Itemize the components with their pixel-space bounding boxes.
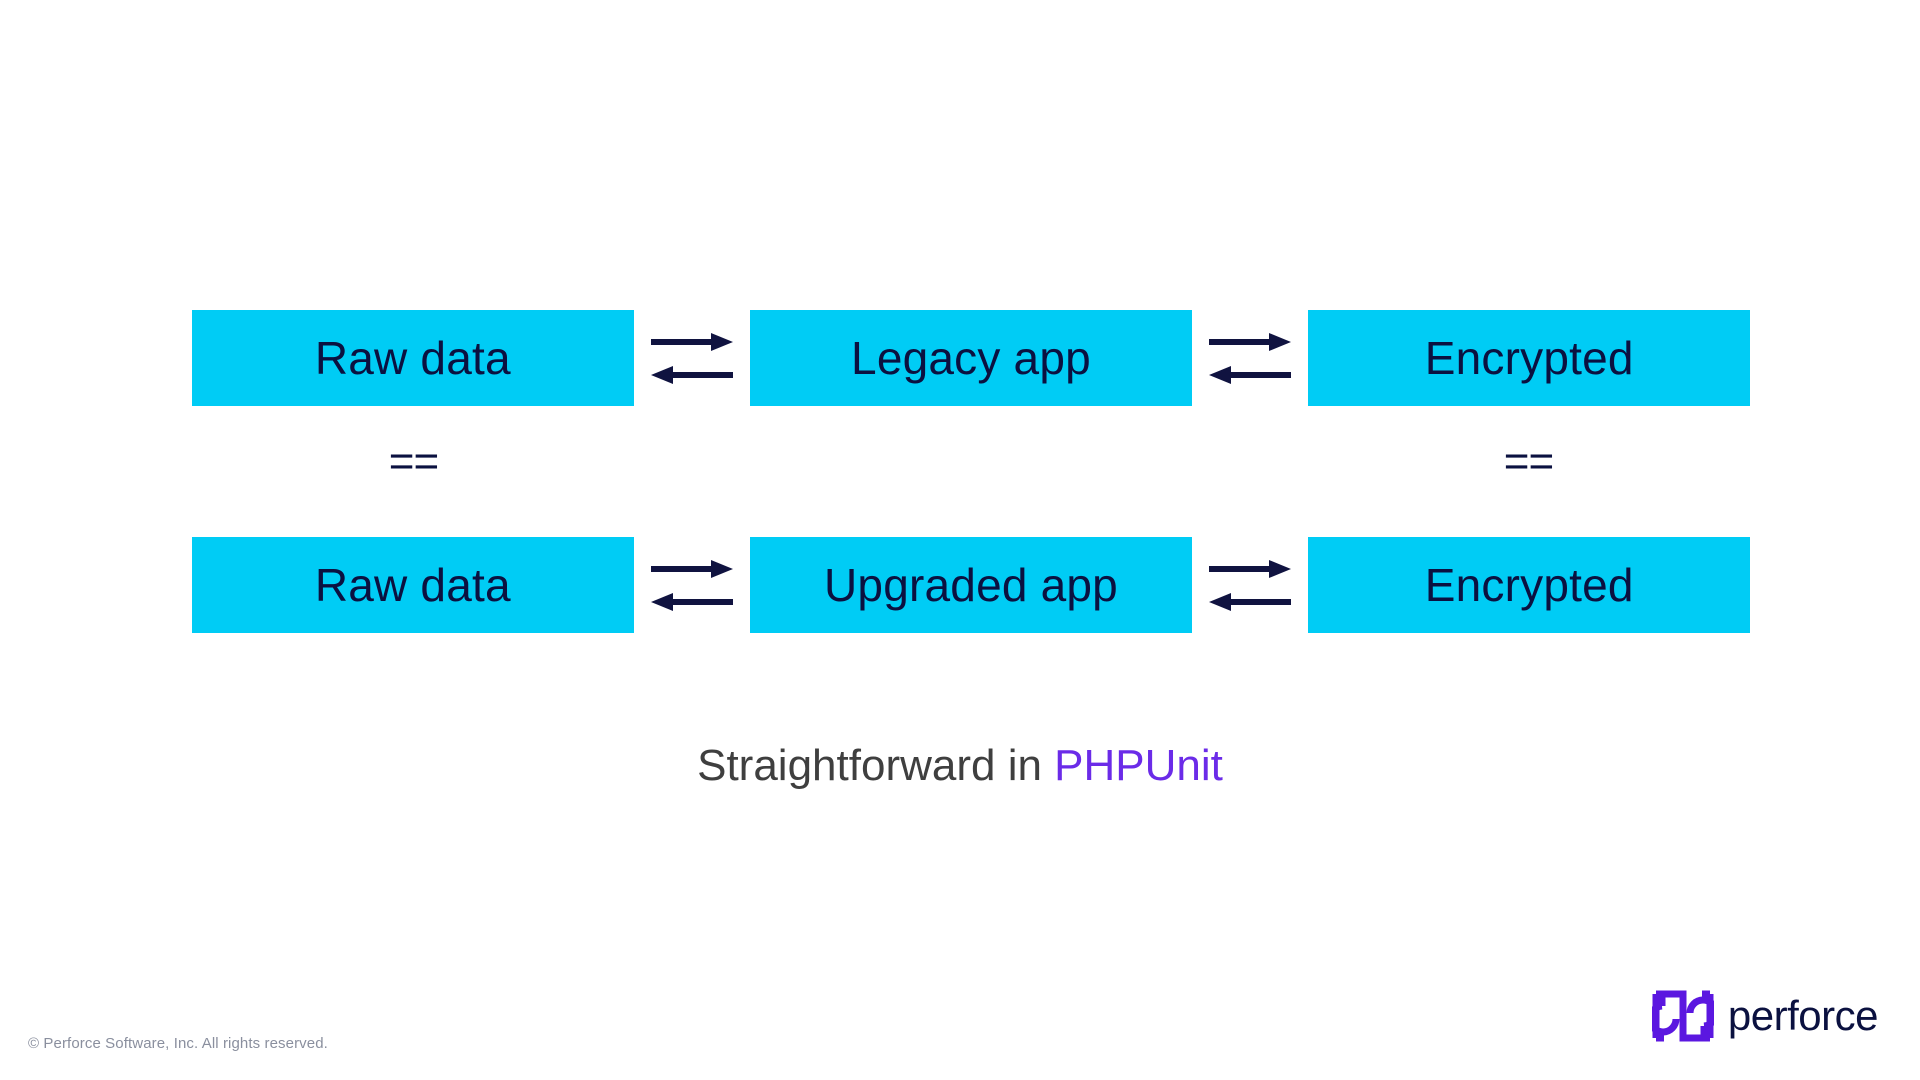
arrow-left-icon — [1209, 365, 1292, 384]
node-raw-data-legacy[interactable]: Raw data — [192, 310, 634, 406]
diagram-row-legacy-flow: Raw data Legacy app — [192, 310, 1750, 406]
equality-marker-right: == — [1503, 437, 1554, 486]
arrow-right-icon — [1209, 332, 1292, 351]
node-label: Upgraded app — [824, 559, 1118, 611]
connector-bidirectional-1 — [634, 310, 751, 406]
footer-copyright-text: © Perforce Software, Inc. All rights res… — [28, 1035, 328, 1052]
node-label: Raw data — [314, 332, 511, 384]
node-raw-data-upgraded[interactable]: Raw data — [192, 537, 634, 633]
node-encrypted-legacy[interactable]: Encrypted — [1308, 310, 1750, 406]
node-upgraded-app[interactable]: Upgraded app — [750, 537, 1192, 633]
perforce-wordmark: perforce — [1727, 992, 1879, 1039]
arrow-left-icon — [1209, 592, 1292, 611]
node-label: Encrypted — [1424, 332, 1634, 384]
diagram-row-upgraded-flow: Raw data Upgraded app — [192, 537, 1750, 633]
arrow-left-icon — [650, 592, 733, 611]
arrow-left-icon — [650, 365, 733, 384]
arrow-right-icon — [1209, 559, 1292, 578]
slide-caption: Straightforward in PHPUnit — [0, 740, 1920, 793]
caption-highlight-phpunit: PHPUnit — [1054, 741, 1223, 790]
perforce-brand-logo: perforce — [1651, 988, 1879, 1044]
arrow-right-icon — [650, 559, 733, 578]
node-label: Legacy app — [851, 332, 1091, 384]
caption-lead-text: Straightforward in — [697, 741, 1055, 790]
connector-bidirectional-3 — [634, 537, 751, 633]
node-encrypted-upgraded[interactable]: Encrypted — [1308, 537, 1750, 633]
connector-bidirectional-4 — [1192, 537, 1309, 633]
node-label: Encrypted — [1424, 559, 1634, 611]
node-label: Raw data — [314, 559, 511, 611]
node-legacy-app[interactable]: Legacy app — [750, 310, 1192, 406]
connector-bidirectional-2 — [1192, 310, 1309, 406]
arrow-right-icon — [650, 332, 733, 351]
perforce-logo-mark-icon — [1651, 990, 1714, 1042]
equality-marker-left: == — [388, 437, 439, 486]
